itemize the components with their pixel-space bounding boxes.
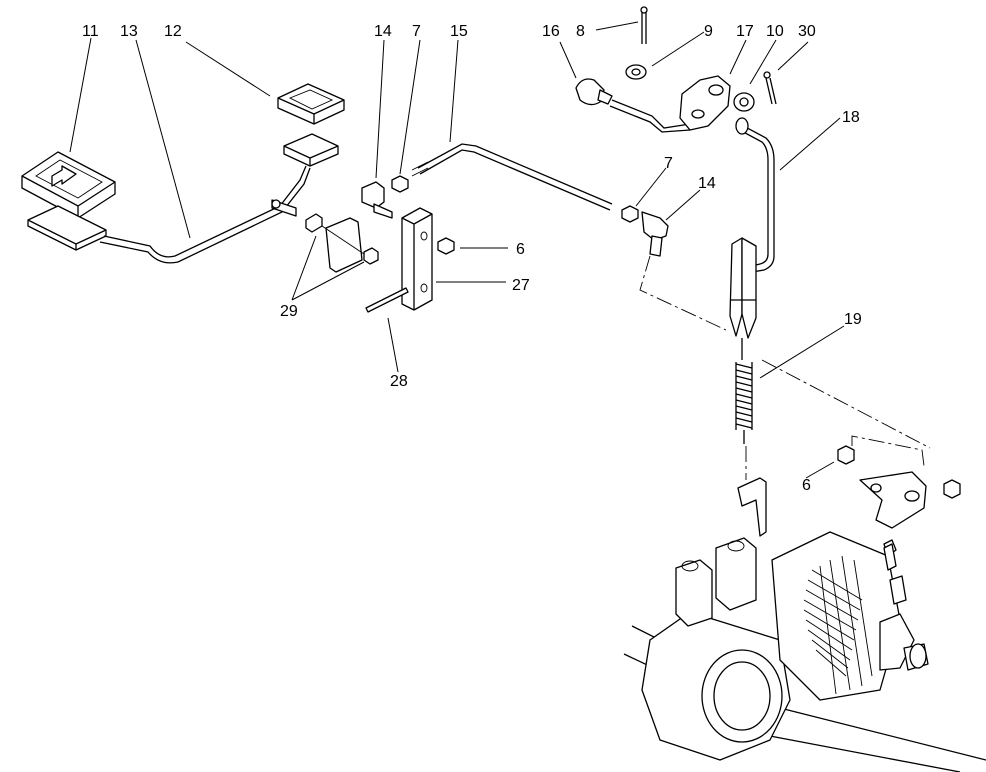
pedal-pad-forward [21,151,116,219]
control-arm-assembly [575,6,777,273]
callout-10: 10 [766,23,784,40]
callout-16: 16 [542,23,560,40]
callout-12: 12 [164,23,182,40]
callout-8: 8 [576,23,585,40]
centerlines [639,255,931,480]
callout-7-left: 7 [412,23,421,40]
callout-27: 27 [512,277,530,294]
spring-assembly [729,237,767,537]
linkage-right [621,205,669,257]
pedal-pad-12 [277,83,345,125]
leader-lines [69,21,845,479]
callout-7-right: 7 [664,155,673,172]
callout-29: 29 [280,303,298,320]
pedal-assembly [21,83,345,264]
callout-18: 18 [842,109,860,126]
callout-11: 11 [82,23,99,40]
spring [735,362,753,444]
pedal-pad-lower [27,205,107,251]
callout-17: 17 [736,23,754,40]
transaxle [623,531,986,772]
callout-28: 28 [390,373,408,390]
control-plate [837,445,961,557]
pedal-pad-upper [283,133,339,167]
callout-13: 13 [120,23,138,40]
callout-labels: 11 13 12 14 7 15 16 8 9 17 10 30 18 7 14… [82,23,862,494]
callout-6-top: 6 [516,241,525,258]
callout-15: 15 [450,23,468,40]
callout-6-bottom: 6 [802,477,811,494]
callout-19: 19 [844,311,862,328]
linkage-left [305,143,613,313]
cooling-fins [803,555,873,695]
callout-30: 30 [798,23,816,40]
callout-9: 9 [704,23,713,40]
callout-14-right: 14 [698,175,716,192]
callout-14-left: 14 [374,23,392,40]
